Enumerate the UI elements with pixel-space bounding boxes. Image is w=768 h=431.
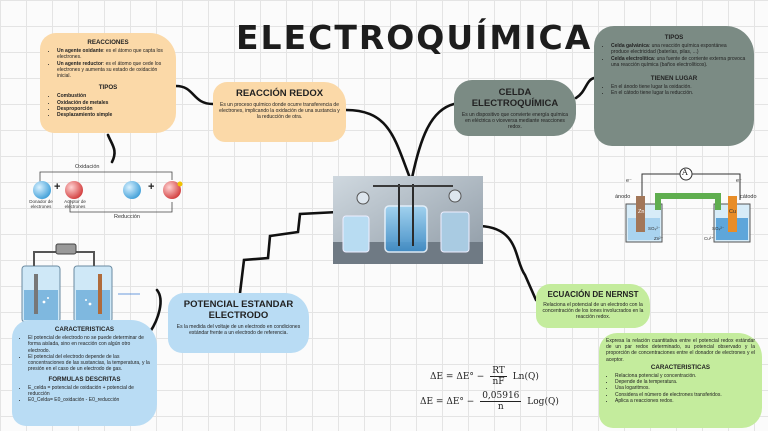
caracteristicas-heading: CARACTERISTICAS	[54, 326, 115, 333]
redox-heading: REACCIÓN REDOX	[235, 88, 324, 99]
redox-diagram	[33, 171, 183, 213]
list-item: En el ánodo tiene lugar la oxidación.	[611, 84, 746, 90]
list-item: Combustión	[57, 93, 168, 99]
celda-text: Es un dispositivo que convierte energía …	[461, 112, 569, 131]
plus-sign: +	[54, 181, 61, 193]
list-item: Aplica a reacciones redox.	[615, 398, 755, 404]
donor-atom	[33, 181, 51, 199]
list-item: E0_Celda= E0_oxidación - E0_reducción	[28, 397, 150, 403]
nernst-caracteristicas-heading: CARACTERISTICAS	[650, 363, 711, 371]
nernst-card: ECUACIÓN DE NERNST Relaciona el potencia…	[536, 284, 650, 328]
nernst-equation-1: ΔE = ΔE° − RT nF Ln(Q)	[430, 366, 539, 387]
page-title: ELECTROQUÍMICA	[236, 18, 593, 57]
list-item: Relaciona potencial y concentración.	[615, 373, 755, 379]
lab-image	[333, 176, 483, 264]
list-item: Depende de la temperatura.	[615, 379, 755, 385]
potencial-text: Es la medida del voltaje de un electrodo…	[176, 324, 301, 337]
list-item: El potencial de electrodo no se puede de…	[28, 335, 150, 354]
zn-ion-label: Zn²⁺	[654, 236, 664, 241]
oxidacion-label: Oxidación	[75, 164, 100, 170]
anodo-label: ánodo	[615, 194, 631, 200]
cu-label: Cu	[729, 209, 737, 215]
list-item: Oxidación de metales	[57, 100, 168, 106]
acceptor-atom	[65, 181, 83, 199]
ammeter-label: A	[682, 168, 688, 177]
sulfate-left-label: SO₄²⁻	[648, 226, 661, 231]
nernst-heading: ECUACIÓN DE NERNST	[547, 290, 639, 299]
electrolysis-illustration	[21, 243, 140, 323]
potencial-heading: POTENCIAL ESTANDAR ELECTRODO	[183, 299, 294, 321]
list-item: Un agente oxidante: es el átomo que capt…	[57, 48, 168, 61]
nernst-info-text: Expresa la relación cuantitativa entre e…	[606, 338, 755, 363]
list-item: Desplazamiento simple	[57, 112, 168, 118]
sulfate-right-label: SO₄²⁻	[712, 226, 725, 231]
reacciones-heading: REACCIONES	[87, 39, 129, 46]
electron-right-label: e⁻	[736, 178, 742, 184]
redox-card: REACCIÓN REDOX Es un proceso químico don…	[213, 82, 346, 142]
list-item: E_celda = potencial de oxidación + poten…	[28, 385, 150, 398]
reacciones-card: REACCIONES Un agente oxidante: es el áto…	[40, 33, 176, 133]
donor-label: Donador de electrones	[29, 199, 53, 209]
tienen-lugar-heading: TIENEN LUGAR	[650, 75, 698, 83]
electron-left-label: e⁻	[626, 178, 632, 184]
zn-label: Zn	[638, 209, 645, 215]
redox-text: Es un proceso químico donde ocurre trans…	[219, 102, 340, 121]
galvanic-cell-diagram	[625, 167, 751, 243]
nernst-equation-2: ΔE = ΔE° − 0,05916 n Log(Q)	[420, 391, 559, 412]
reduccion-label: Reducción	[114, 214, 140, 220]
celda-tipos-heading: TIPOS	[664, 34, 684, 41]
nernst-info-card: Expresa la relación cuantitativa entre e…	[599, 333, 762, 428]
catodo-label: cátodo	[740, 194, 757, 200]
celda-card: CELDA ELECTROQUÍMICA Es un dispositivo q…	[454, 80, 576, 136]
nernst-text: Relaciona el potencial de un electrodo c…	[542, 302, 644, 321]
list-item: Celda electrolítica: una fuente de corri…	[611, 56, 746, 69]
list-item: Desproporción	[57, 106, 168, 112]
acceptor-label: Aceptor de electrones	[64, 199, 86, 209]
list-item: Considera el número de electrones transf…	[615, 392, 755, 398]
list-item: En el cátodo tiene lugar la reducción.	[611, 90, 746, 96]
list-item: Usa logaritmos.	[615, 385, 755, 391]
list-item: Un agente reductor: es el átomo que cede…	[57, 61, 168, 80]
list-item: Celda galvánica: una reacción química es…	[611, 43, 746, 56]
potencial-card: POTENCIAL ESTANDAR ELECTRODO Es la medid…	[168, 293, 309, 353]
cu-ion-label: Cu²⁺	[704, 236, 714, 241]
caracteristicas-card: CARACTERISTICAS El potencial de electrod…	[12, 320, 157, 426]
celda-tipos-card: TIPOS Celda galvánica: una reacción quím…	[594, 26, 754, 146]
reacciones-tipos-heading: TIPOS	[98, 84, 118, 92]
celda-heading: CELDA ELECTROQUÍMICA	[471, 87, 559, 109]
formulas-heading: FORMULAS DESCRITAS	[48, 375, 121, 383]
list-item: El potencial del electrodo depende de la…	[28, 354, 150, 373]
plus-sign: +	[148, 181, 155, 193]
